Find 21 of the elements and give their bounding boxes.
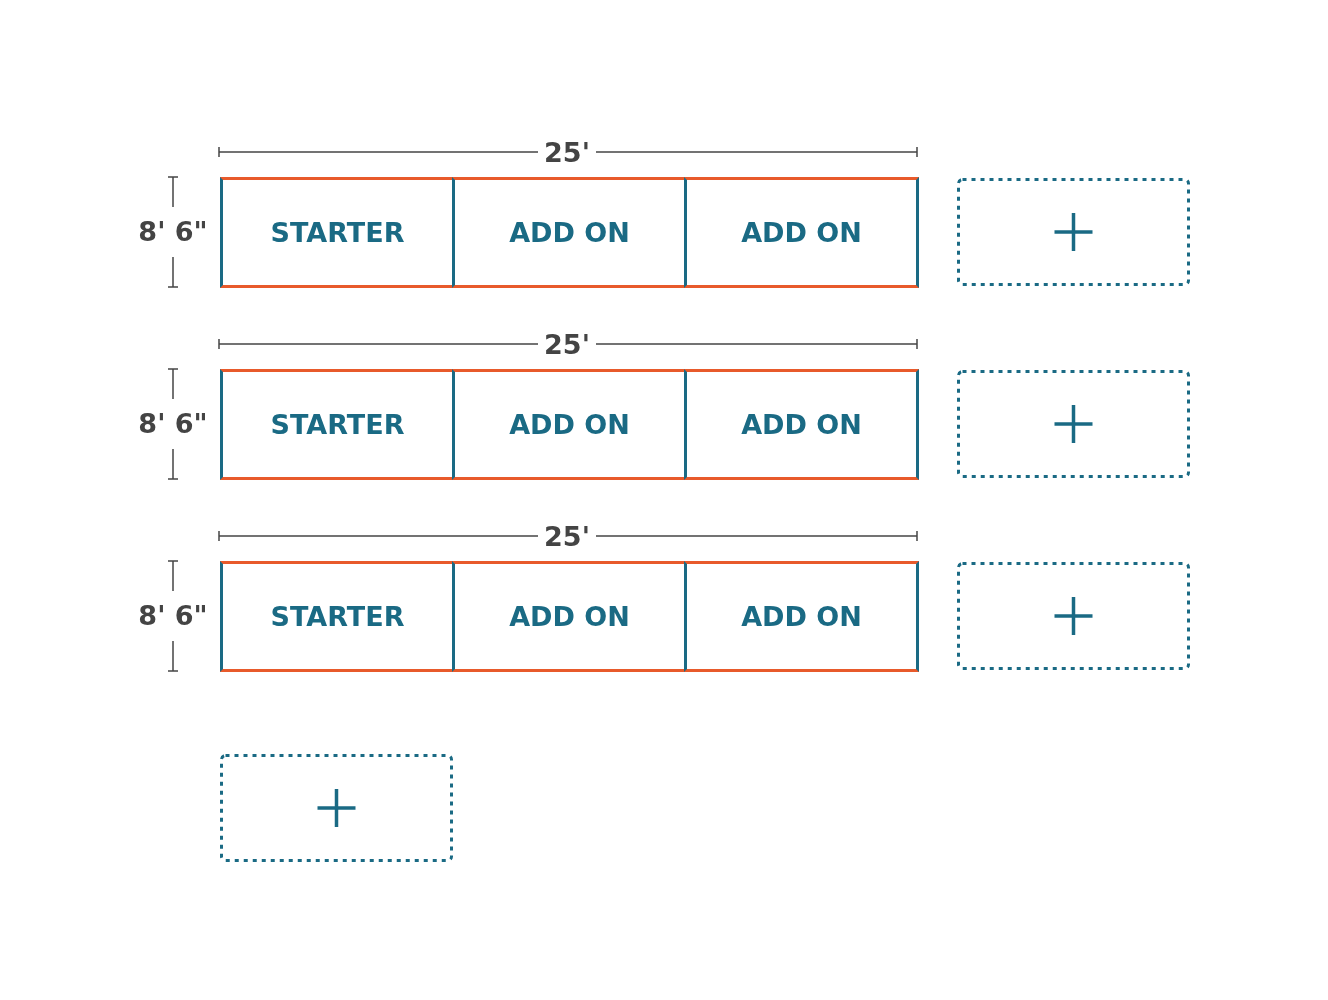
- module-cell: [684, 177, 919, 288]
- module-label: STARTER: [270, 601, 405, 632]
- module-cell: [684, 369, 919, 480]
- module-label: ADD ON: [509, 217, 630, 248]
- dimension-label: 8' 6": [138, 602, 208, 629]
- module-cell: [220, 177, 452, 288]
- module-cell: [452, 561, 684, 672]
- dimension-label: 8' 6": [138, 410, 208, 437]
- module-cell: [220, 369, 452, 480]
- module-cell: [220, 561, 452, 672]
- module-label: STARTER: [270, 217, 405, 248]
- module-cell: [452, 369, 684, 480]
- module-cell: [452, 177, 684, 288]
- module-cell: [684, 561, 919, 672]
- module-label: ADD ON: [509, 601, 630, 632]
- module-label: ADD ON: [509, 409, 630, 440]
- module-label: ADD ON: [741, 217, 862, 248]
- module-label: STARTER: [270, 409, 405, 440]
- module-label: ADD ON: [741, 601, 862, 632]
- module-label: ADD ON: [741, 409, 862, 440]
- dimension-label: 8' 6": [138, 218, 208, 245]
